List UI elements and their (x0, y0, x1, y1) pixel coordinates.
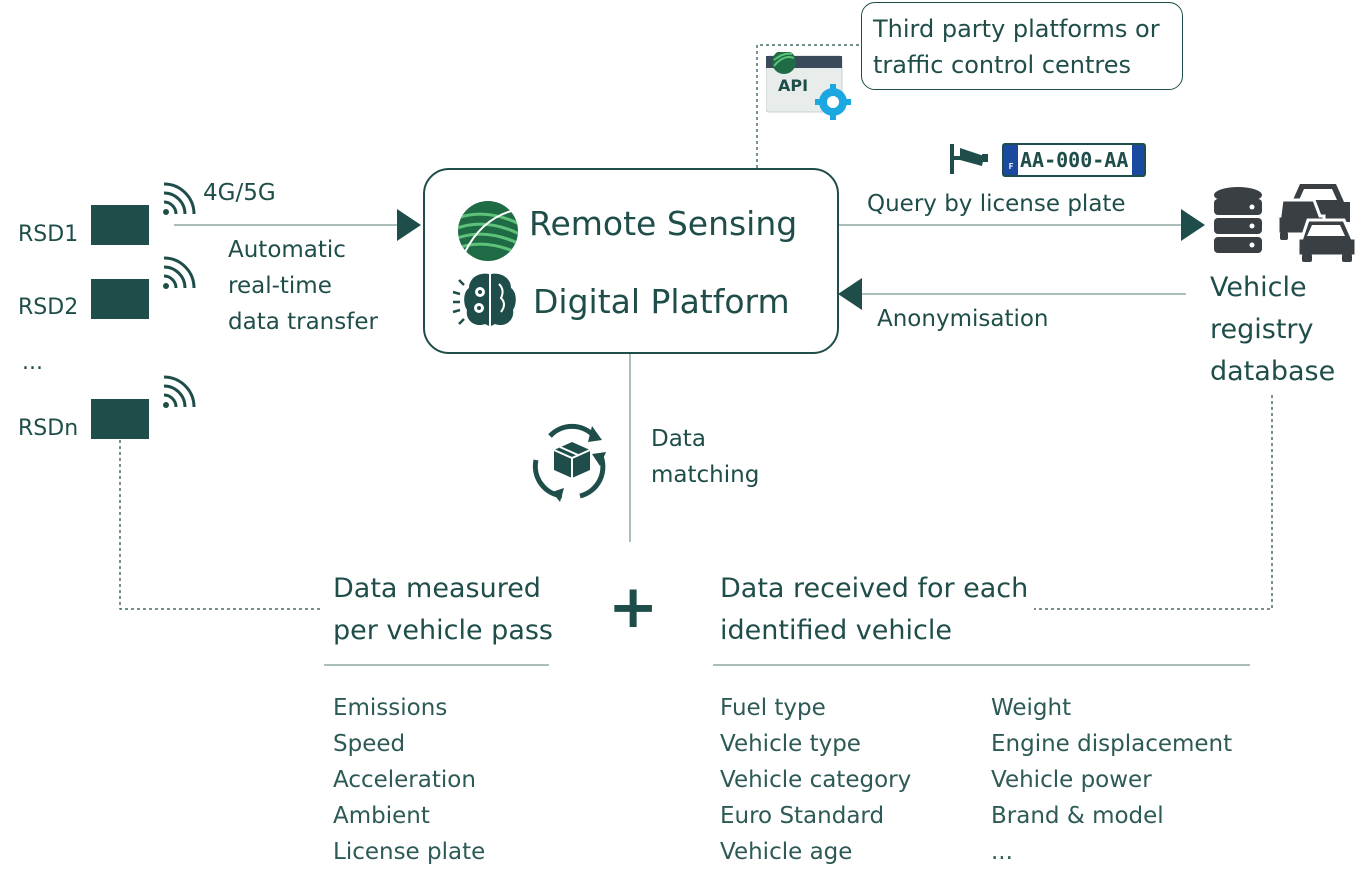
measured-item: License plate (333, 839, 486, 865)
received-item: Engine displacement (991, 731, 1233, 757)
received-item: Vehicle power (991, 767, 1152, 793)
received-heading-line1: Data received for each (720, 573, 1029, 604)
received-item: Fuel type (720, 695, 826, 721)
measured-item: Speed (333, 731, 406, 757)
received-item: Vehicle category (720, 767, 912, 793)
measured-item: Acceleration (333, 767, 476, 793)
wifi-icon (163, 182, 196, 215)
received-item: ... (991, 839, 1013, 865)
rsdn-label: RSDn (18, 416, 79, 441)
arrow-to-registry (1181, 209, 1205, 241)
registry-label-line2: registry (1210, 314, 1314, 345)
transfer-label-line3: data transfer (228, 309, 378, 335)
anonymisation-label: Anonymisation (877, 306, 1049, 332)
third-party-line2: traffic control centres (873, 51, 1132, 79)
database-icon (1214, 187, 1262, 253)
wifi-icon (163, 256, 196, 289)
platform-logo-icon (458, 201, 518, 261)
plate-region-strip (1132, 145, 1144, 175)
received-item: Brand & model (991, 803, 1164, 829)
measured-item: Ambient (333, 803, 430, 829)
plus-symbol: + (608, 572, 659, 642)
third-party-box: Third party platforms or traffic control… (861, 2, 1183, 90)
wifi-icon (163, 375, 196, 408)
platform-title-line2: Digital Platform (533, 282, 790, 321)
brain-gear-icon (452, 273, 516, 326)
rsdn-device (91, 399, 149, 439)
api-window-icon (765, 50, 851, 120)
measured-item: Emissions (333, 695, 448, 721)
network-label: 4G/5G (203, 180, 276, 206)
vehicles-icon (1276, 184, 1356, 262)
measured-heading-line2: per vehicle pass (333, 615, 553, 646)
arrow-to-platform (397, 209, 421, 241)
traffic-camera-icon (950, 144, 988, 174)
api-label: API (778, 76, 809, 95)
third-party-line1: Third party platforms or (873, 15, 1160, 43)
received-item: Vehicle type (720, 731, 861, 757)
query-label: Query by license plate (867, 191, 1126, 217)
registry-label-line1: Vehicle (1210, 272, 1307, 303)
plate-number: AA-000-AA (1020, 148, 1129, 172)
rsd1-label: RSD1 (18, 222, 79, 247)
received-item: Vehicle age (720, 839, 853, 865)
received-heading-line2: identified vehicle (720, 615, 952, 646)
transfer-label-line1: Automatic (228, 237, 346, 263)
matching-label-line1: Data (651, 426, 706, 452)
digital-platform-box: Remote Sensing Digital Platform (423, 168, 839, 354)
rsd-ellipsis: ... (22, 350, 43, 375)
arrow-anonymisation (838, 278, 862, 310)
platform-title-line1: Remote Sensing (529, 204, 798, 243)
matching-label-line2: matching (651, 462, 760, 488)
plate-country-code: F (1004, 145, 1018, 175)
data-matching-icon (532, 423, 606, 502)
rsd1-device (91, 205, 149, 245)
transfer-label-line2: real-time (228, 273, 332, 299)
received-item: Euro Standard (720, 803, 885, 829)
rsd2-device (91, 279, 149, 319)
measured-heading-line1: Data measured (333, 573, 541, 604)
received-item: Weight (991, 695, 1072, 721)
rsd2-label: RSD2 (18, 295, 79, 320)
license-plate: F AA-000-AA (1002, 143, 1146, 177)
registry-label-line3: database (1210, 356, 1336, 387)
